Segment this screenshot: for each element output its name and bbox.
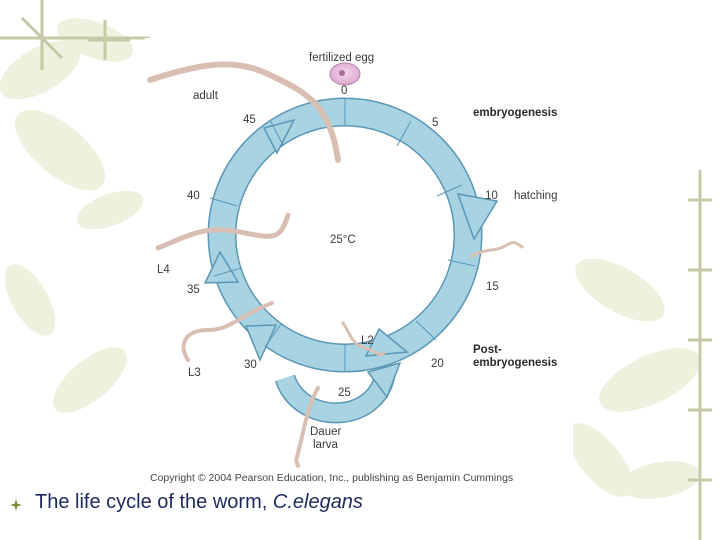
label-l2: L2 [361, 335, 374, 347]
label-post: Post- [473, 344, 502, 356]
label-hatching: hatching [514, 190, 557, 202]
label-fertilized-egg: fertilized egg [309, 52, 374, 64]
label-post-embryogenesis: embryogenesis [473, 357, 557, 369]
bullet-icon [10, 499, 22, 511]
hour-45: 45 [243, 114, 256, 126]
worms [147, 61, 524, 468]
dauer-branch-arrow [275, 361, 402, 424]
label-temperature: 25°C [330, 234, 356, 246]
hour-40: 40 [187, 190, 200, 202]
caption-text: The life cycle of the worm, [35, 491, 273, 513]
dauer-worm [294, 386, 320, 468]
hour-30: 30 [244, 359, 257, 371]
hour-15: 15 [486, 281, 499, 293]
label-adult: adult [193, 90, 219, 102]
l2-worm [341, 321, 386, 357]
slide-caption: The life cycle of the worm, C.elegans [35, 491, 363, 514]
hour-5: 5 [432, 117, 438, 129]
label-larva: larva [313, 439, 339, 451]
caption-species: C.elegans [272, 491, 363, 513]
hour-35: 35 [187, 284, 200, 296]
hour-0: 0 [341, 85, 347, 97]
fertilized-egg-icon [329, 62, 361, 86]
adult-worm [147, 61, 341, 163]
copyright-notice: Copyright © 2004 Pearson Education, Inc.… [150, 472, 513, 484]
hatched-larva [470, 241, 524, 258]
l3-worm [181, 301, 274, 362]
l4-worm [155, 212, 291, 251]
label-l3: L3 [188, 367, 201, 379]
hour-10: 10 [485, 190, 498, 202]
life-cycle-diagram: fertilized egg adult embryogenesis hatch… [147, 52, 557, 484]
hour-numbers: 0 5 10 15 20 25 30 35 40 45 [187, 85, 499, 399]
hour-20: 20 [431, 358, 444, 370]
label-l4: L4 [157, 264, 170, 276]
hour-25: 25 [338, 387, 351, 399]
label-dauer: Dauer [310, 426, 341, 438]
hour-ticks [209, 98, 476, 371]
label-embryogenesis: embryogenesis [473, 107, 557, 119]
